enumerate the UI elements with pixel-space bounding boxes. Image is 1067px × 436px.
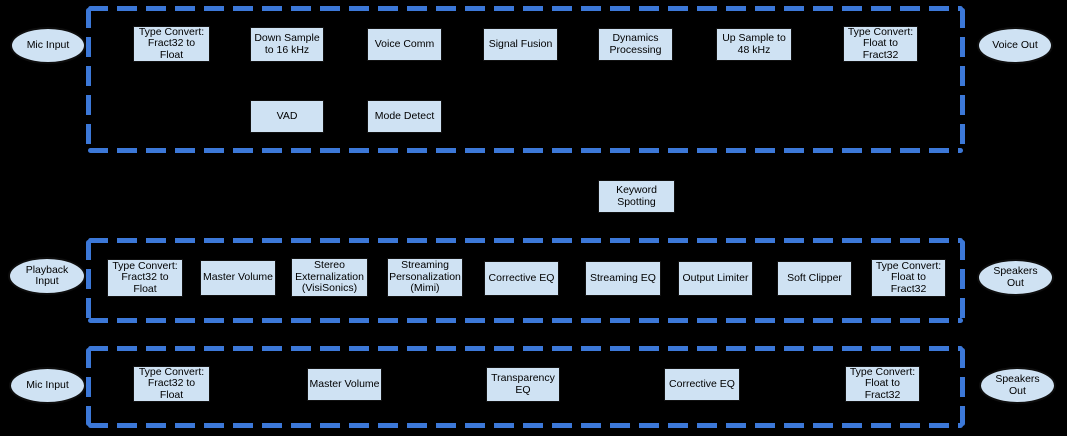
node-type-convert-float-to-fract32: Type Convert: Float to Fract32 bbox=[871, 259, 946, 297]
node-up-sample-48khz: Up Sample to 48 kHz bbox=[716, 28, 792, 61]
node-down-sample-16khz: Down Sample to 16 kHz bbox=[250, 27, 324, 62]
dashed-edge bbox=[960, 348, 965, 426]
node-dynamics-processing: Dynamics Processing bbox=[598, 28, 673, 61]
node-transparency-eq: Transparency EQ bbox=[486, 367, 560, 402]
node-output-limiter: Output Limiter bbox=[678, 261, 753, 296]
ellipse-speakers-out-transparency: Speakers Out bbox=[979, 367, 1056, 404]
playback-chain-group-border bbox=[86, 238, 965, 323]
node-master-volume: Master Volume bbox=[307, 368, 382, 401]
dashed-edge bbox=[88, 423, 963, 428]
node-type-convert-fract32-to-float: Type Convert: Fract32 to Float bbox=[133, 366, 210, 402]
node-type-convert-float-to-fract32: Type Convert: Float to Fract32 bbox=[843, 26, 918, 62]
node-mode-detect: Mode Detect bbox=[367, 100, 442, 133]
dashed-edge bbox=[86, 240, 91, 321]
node-vad: VAD bbox=[250, 100, 324, 133]
dashed-edge bbox=[88, 346, 963, 351]
dashed-edge bbox=[88, 318, 963, 323]
node-streaming-eq: Streaming EQ bbox=[585, 261, 661, 296]
dashed-edge bbox=[88, 148, 963, 153]
node-corrective-eq: Corrective EQ bbox=[664, 368, 740, 401]
node-voice-comm: Voice Comm bbox=[367, 28, 442, 61]
ellipse-speakers-out-playback: Speakers Out bbox=[977, 259, 1054, 296]
node-stereo-externalization: Stereo Externalization (VisiSonics) bbox=[291, 258, 368, 297]
node-corrective-eq: Corrective EQ bbox=[484, 261, 559, 296]
node-keyword-spotting: Keyword Spotting bbox=[598, 180, 675, 213]
ellipse-mic-input-voice: Mic Input bbox=[10, 27, 86, 64]
dashed-edge bbox=[960, 8, 965, 151]
transparency-chain-group-border bbox=[86, 346, 965, 428]
node-streaming-personalization: Streaming Personalization (Mimi) bbox=[387, 258, 463, 297]
ellipse-voice-out: Voice Out bbox=[977, 27, 1053, 64]
dashed-edge bbox=[86, 348, 91, 426]
ellipse-playback-input: Playback Input bbox=[8, 257, 86, 295]
node-soft-clipper: Soft Clipper bbox=[777, 261, 852, 296]
dashed-edge bbox=[960, 240, 965, 321]
voice-chain-group-border bbox=[86, 6, 965, 153]
node-type-convert-fract32-to-float: Type Convert: Fract32 to Float bbox=[133, 26, 210, 62]
ellipse-mic-input-transparency: Mic Input bbox=[9, 367, 86, 404]
dashed-edge bbox=[88, 6, 963, 11]
node-master-volume: Master Volume bbox=[200, 260, 276, 296]
node-type-convert-float-to-fract32: Type Convert: Float to Fract32 bbox=[845, 366, 920, 402]
dashed-edge bbox=[88, 238, 963, 243]
dashed-edge bbox=[86, 8, 91, 151]
node-type-convert-fract32-to-float: Type Convert: Fract32 to Float bbox=[107, 259, 183, 297]
node-signal-fusion: Signal Fusion bbox=[483, 28, 558, 61]
